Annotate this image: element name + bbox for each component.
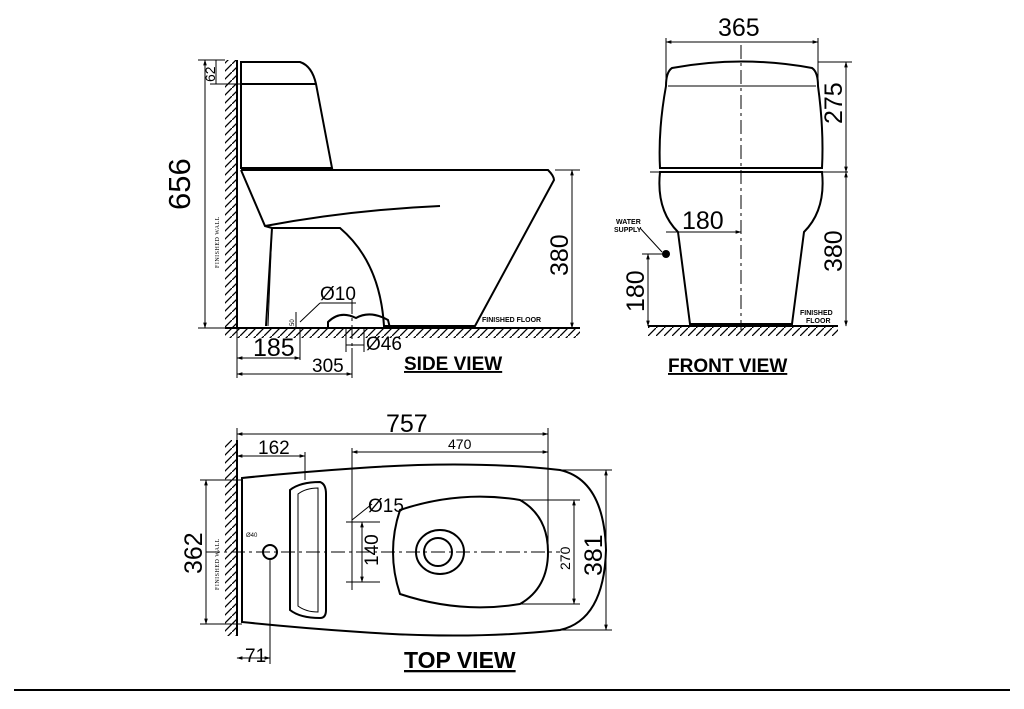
top-hole-to-front: 470 (448, 436, 472, 452)
top-tank (289, 480, 327, 620)
top-view-title: TOP VIEW (404, 647, 516, 673)
top-rim (392, 495, 550, 609)
top-wall-gap: 71 (245, 646, 266, 667)
top-hole-spacing: 140 (362, 534, 383, 566)
front-supply-height: 180 (622, 270, 650, 312)
front-view-title: FRONT VIEW (668, 356, 787, 377)
side-small-dim: 50 (290, 319, 296, 326)
side-outlet (327, 300, 392, 348)
top-outlet-label: Ø40 (246, 533, 258, 539)
side-bowl (240, 169, 556, 327)
top-view: FINISHED WALL Ø40 757 162 470 Ø15 (180, 410, 612, 673)
top-wall-to-hole: 162 (258, 438, 290, 459)
front-supply-label-1: WATER (616, 219, 641, 226)
top-wall-label: FINISHED WALL (215, 538, 221, 590)
side-view-title: SIDE VIEW (404, 354, 502, 375)
top-hole-dia: Ø15 (368, 496, 404, 517)
top-rim-width: 381 (580, 534, 608, 576)
side-floor-label: FINISHED FLOOR (482, 317, 541, 324)
side-floor (225, 327, 580, 338)
side-tank-lid-dim: 62 (202, 66, 218, 82)
front-floor-label-1: FINISHED (800, 310, 833, 317)
front-width: 365 (718, 14, 760, 42)
top-bowl-width: 270 (557, 546, 573, 570)
side-wall-label: FINISHED WALL (215, 216, 221, 268)
side-wall-to-flange: 305 (312, 356, 344, 377)
side-wall (225, 60, 238, 328)
side-drain-dia: Ø10 (320, 284, 356, 305)
side-wall-to-outlet: 185 (253, 334, 295, 362)
front-bowl (658, 171, 824, 325)
front-supply-offset: 180 (682, 207, 724, 235)
front-floor-label-2: FLOOR (806, 318, 831, 325)
side-total-height: 656 (162, 158, 197, 210)
top-total-width: 362 (180, 532, 208, 574)
side-tank (240, 61, 334, 169)
front-supply-label-2: SUPPLY (614, 227, 642, 234)
top-length: 757 (386, 410, 428, 438)
side-flange-dia: Ø46 (366, 334, 402, 355)
side-bowl-height: 380 (546, 234, 574, 276)
front-bowl-height: 380 (820, 230, 848, 272)
side-view: 656 62 FINISHED WALL 380 FINISHED FLOOR … (162, 59, 580, 378)
front-view: 365 275 380 180 180 WATER SUPPLY FINISHE… (614, 14, 852, 377)
front-tank-height: 275 (820, 82, 848, 124)
